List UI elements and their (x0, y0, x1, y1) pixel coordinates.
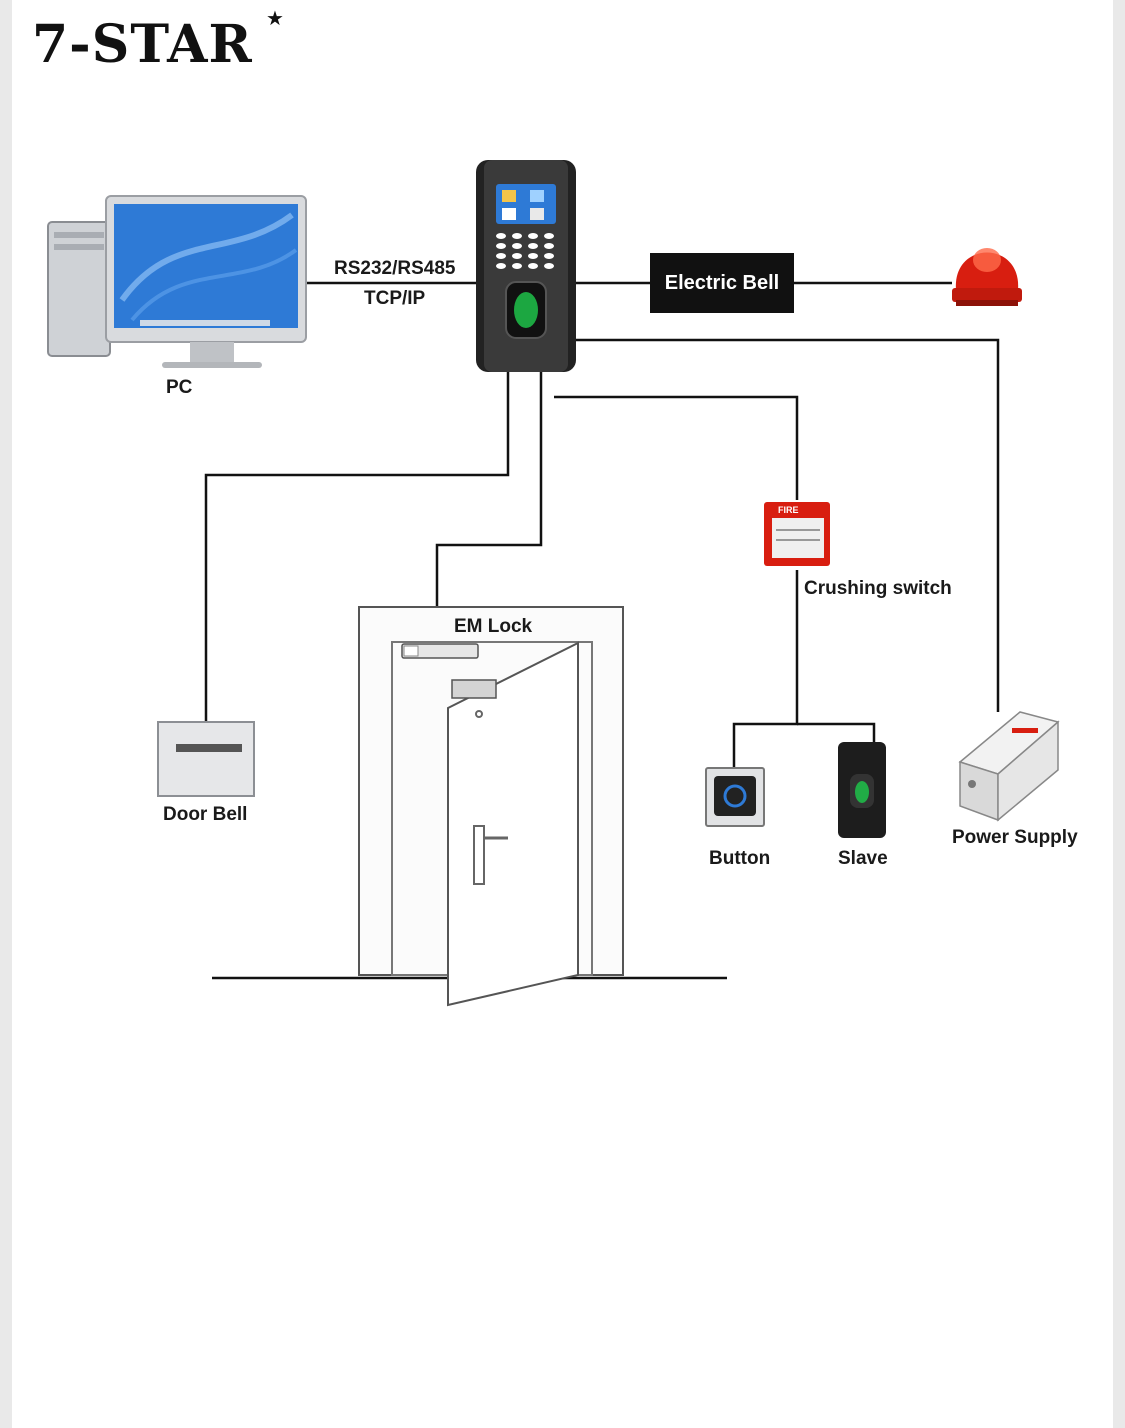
door-icon (358, 606, 624, 1007)
label-slave: Slave (838, 848, 888, 869)
wire-crushing-switch (554, 395, 799, 500)
alarm-siren-icon (952, 248, 1022, 306)
keypad-key (512, 233, 522, 239)
label-crushing-switch: Crushing switch (804, 578, 952, 599)
power-supply-icon (958, 711, 1060, 822)
keypad-key (512, 243, 522, 249)
label-em-lock: EM Lock (454, 616, 533, 637)
door-bell-icon (157, 721, 255, 797)
keypad-key (528, 263, 538, 269)
slave-reader-icon (838, 742, 886, 838)
keypad-key (496, 253, 506, 259)
keypad-key (528, 233, 538, 239)
keypad-key (544, 243, 554, 249)
keypad-key (512, 263, 522, 269)
wire-slave (797, 722, 876, 742)
label-button: Button (709, 848, 771, 869)
keypad-key (512, 253, 522, 259)
label-power-supply: Power Supply (952, 827, 1078, 848)
access-terminal-icon (476, 160, 576, 372)
wiring-diagram (47, 160, 1060, 1007)
label-link-line2: TCP/IP (364, 288, 426, 309)
keypad-key (544, 233, 554, 239)
label-link-line1: RS232/RS485 (334, 258, 456, 279)
keypad-key (496, 243, 506, 249)
em-lock-icon (401, 643, 497, 699)
label-door-bell: Door Bell (163, 804, 248, 825)
keypad-key (496, 263, 506, 269)
wire-em-lock (435, 372, 543, 642)
exit-button-icon (705, 767, 765, 827)
diagram-page: 7-STAR ★ (12, 0, 1113, 1428)
crushing-switch-icon (764, 502, 830, 566)
wire-button (732, 570, 799, 768)
pc-icon (47, 195, 307, 368)
keypad-key (528, 253, 538, 259)
wires (204, 281, 1000, 980)
label-pc: PC (166, 377, 193, 398)
brand-logo: 7-STAR (32, 14, 253, 75)
keypad-key (544, 253, 554, 259)
wire-door-bell (204, 372, 510, 722)
brand-star: ★ (266, 6, 284, 30)
keypad-key (544, 263, 554, 269)
keypad-key (496, 233, 506, 239)
wire-power-supply (574, 338, 1000, 712)
label-electric-bell: Electric Bell (650, 253, 794, 313)
keypad-key (528, 243, 538, 249)
fire-text: FIRE (778, 505, 799, 515)
